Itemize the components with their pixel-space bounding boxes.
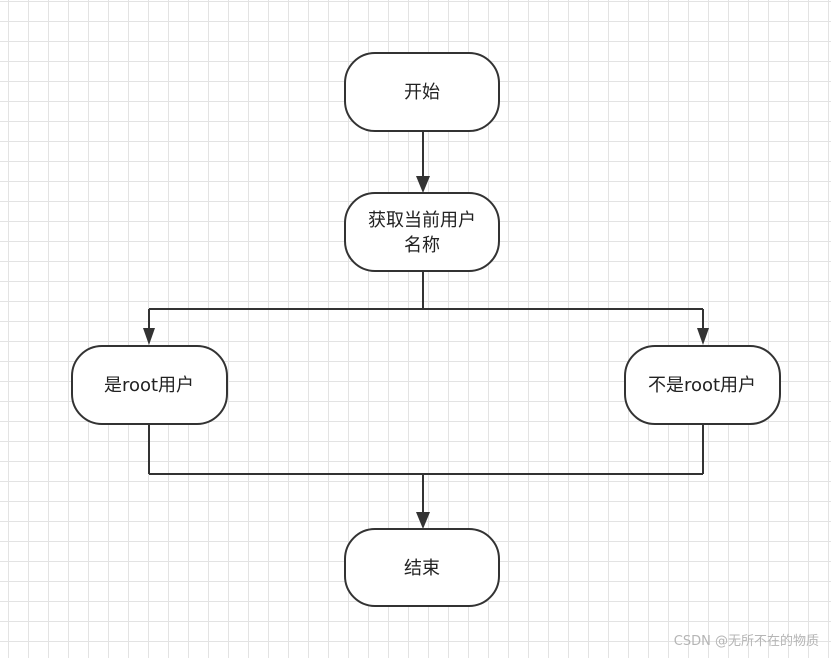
node-start: 开始 <box>344 52 500 132</box>
node-is-root-label: 是root用户 <box>104 375 194 396</box>
arrowhead-end <box>416 512 430 529</box>
node-not-root-label: 不是root用户 <box>648 375 756 396</box>
node-end-label: 结束 <box>404 558 440 579</box>
node-get-username-label-line2: 名称 <box>404 235 440 256</box>
node-not-root: 不是root用户 <box>624 345 781 425</box>
node-start-label: 开始 <box>404 82 440 103</box>
node-end: 结束 <box>344 528 500 607</box>
watermark: CSDN @无所不在的物质 <box>673 634 819 649</box>
node-get-username-label-line1: 获取当前用户 <box>368 210 476 231</box>
node-get-username: 获取当前用户 名称 <box>344 192 500 272</box>
arrowhead-is-root <box>143 328 155 345</box>
arrowhead-get-username <box>416 176 430 193</box>
node-is-root: 是root用户 <box>71 345 228 425</box>
arrowhead-not-root <box>697 328 709 345</box>
